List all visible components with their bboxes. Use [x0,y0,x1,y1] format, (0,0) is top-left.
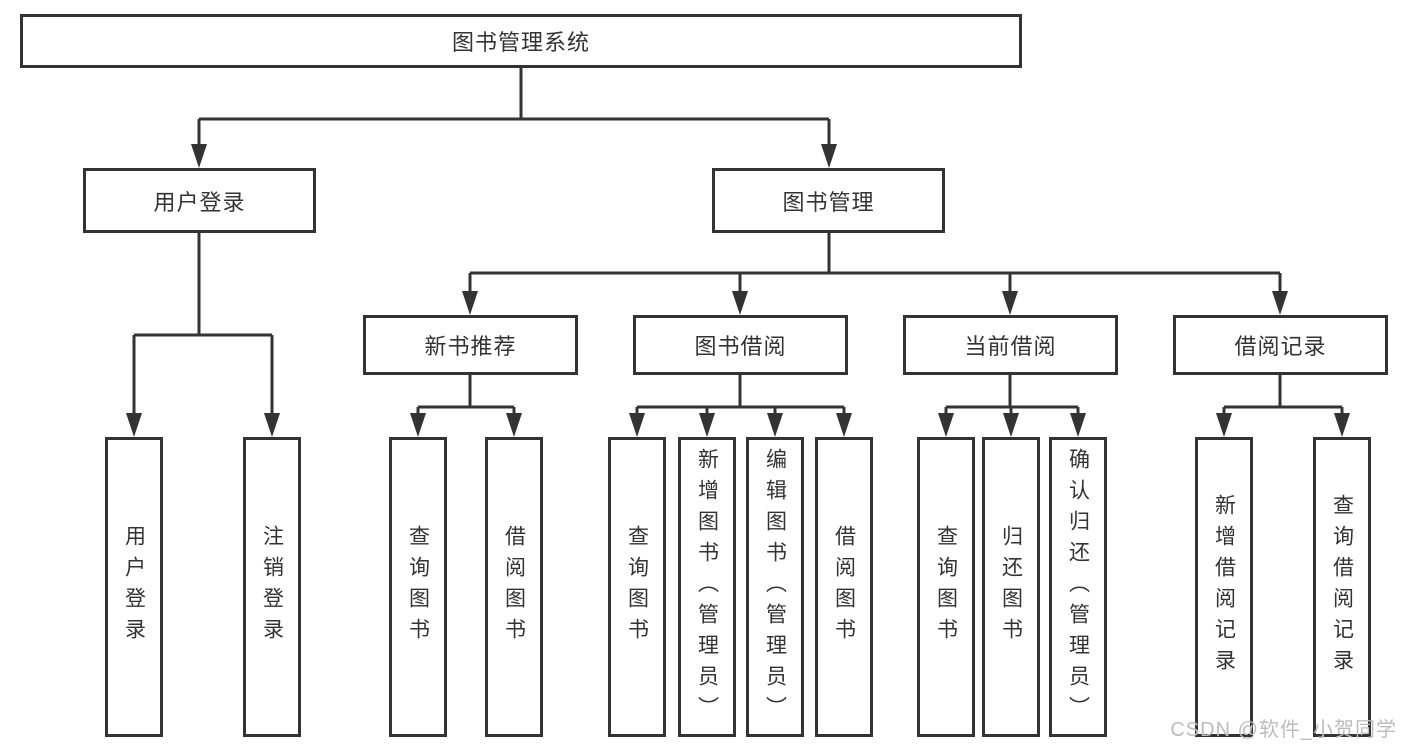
leaf-query-borrow-record-label: 查询借阅记录 [1330,494,1354,680]
leaf-query-books-recommend: 查询图书 [389,437,447,737]
connector-root [191,68,837,168]
leaf-user-login: 用户登录 [105,437,163,737]
leaf-query-books-current: 查询图书 [917,437,975,737]
leaf-confirm-return-admin: 确认归还（管理员） [1049,437,1107,737]
node-user-login-label: 用户登录 [153,189,246,215]
connector-book-borrow [629,375,852,437]
leaf-query-books-borrow: 查询图书 [608,437,666,737]
leaf-return-books-label: 归还图书 [999,525,1023,649]
node-borrow-records: 借阅记录 [1173,315,1388,375]
leaf-borrow-books-recommend: 借阅图书 [485,437,543,737]
node-current-borrow: 当前借阅 [903,315,1118,375]
connector-book-management [462,233,1288,315]
node-current-borrow-label: 当前借阅 [964,334,1057,359]
leaf-query-books-recommend-label: 查询图书 [406,525,430,649]
leaf-add-book-admin-label: 新增图书（管理员） [695,447,719,727]
leaf-return-books: 归还图书 [982,437,1040,737]
leaf-query-books-current-label: 查询图书 [934,525,958,649]
leaf-edit-book-admin-label: 编辑图书（管理员） [763,447,787,727]
leaf-borrow-books-label: 借阅图书 [832,525,856,649]
leaf-edit-book-admin: 编辑图书（管理员） [746,437,804,737]
node-root-label: 图书管理系统 [451,30,590,55]
leaf-add-book-admin: 新增图书（管理员） [678,437,736,737]
csdn-watermark: CSDN @软件_小贺同学 [1170,719,1397,741]
connector-new-book-recommend [410,375,522,437]
leaf-user-login-label: 用户登录 [122,525,146,649]
node-book-borrow: 图书借阅 [633,315,848,375]
node-borrow-records-label: 借阅记录 [1234,334,1327,359]
node-book-borrow-label: 图书借阅 [694,334,787,359]
connector-borrow-records [1216,375,1350,437]
leaf-logout: 注销登录 [243,437,301,737]
leaf-logout-label: 注销登录 [260,525,284,649]
node-book-management: 图书管理 [712,168,945,233]
connector-user-login [126,233,280,437]
leaf-query-books-borrow-label: 查询图书 [625,525,649,649]
connector-current-borrow [938,375,1086,437]
leaf-add-borrow-record: 新增借阅记录 [1195,437,1253,737]
node-book-management-label: 图书管理 [782,189,875,215]
node-new-book-recommend-label: 新书推荐 [424,334,517,359]
node-user-login: 用户登录 [83,168,316,233]
leaf-add-borrow-record-label: 新增借阅记录 [1212,494,1236,680]
leaf-query-borrow-record: 查询借阅记录 [1313,437,1371,737]
node-new-book-recommend: 新书推荐 [363,315,578,375]
leaf-confirm-return-admin-label: 确认归还（管理员） [1066,447,1090,727]
leaf-borrow-books: 借阅图书 [815,437,873,737]
node-root: 图书管理系统 [20,14,1022,68]
leaf-borrow-books-recommend-label: 借阅图书 [502,525,526,649]
